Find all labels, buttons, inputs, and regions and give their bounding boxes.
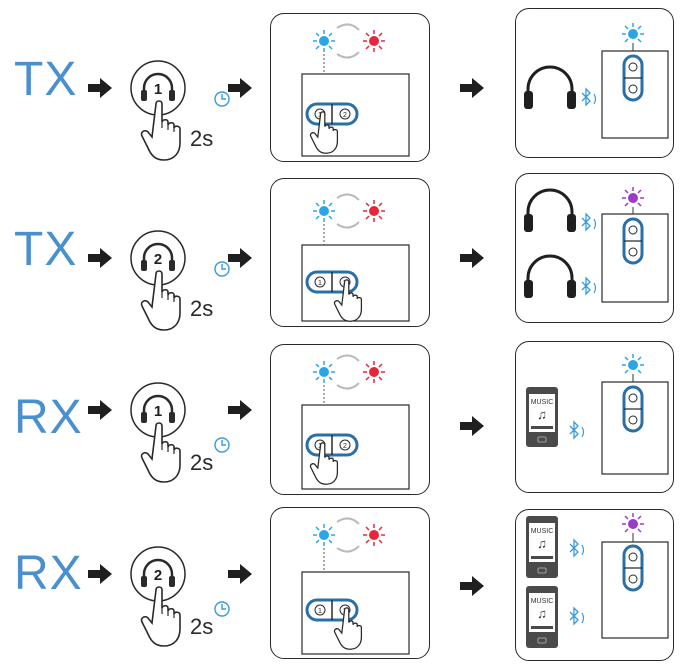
led-blink-icon [313, 30, 335, 52]
panel-button-1-label: 1 [318, 608, 322, 615]
panel-button-2-label: 2 [343, 443, 347, 450]
svg-text:♫: ♫ [537, 606, 547, 621]
hold-time: 2s [190, 450, 214, 475]
bluetooth-signal-icon [581, 212, 597, 232]
bluetooth-signal-icon [569, 538, 585, 558]
led-blink-icon [363, 30, 385, 52]
led-blink-icon [363, 361, 385, 383]
pointing-hand-icon [140, 100, 181, 161]
arrow-right-icon [228, 400, 252, 420]
transmitter-panel: 1 2 [270, 178, 430, 327]
smartphone-icon: MUSIC ♫ [526, 387, 558, 447]
headphones-icon [524, 65, 576, 109]
arrow-right-icon [228, 564, 252, 584]
pointing-hand-icon [309, 442, 339, 485]
result-panel [515, 173, 674, 323]
button-number: 1 [154, 403, 162, 420]
headphone-button-icon [130, 382, 186, 438]
clock-icon [213, 90, 231, 113]
phone-label: MUSIC [531, 528, 554, 535]
led-blink-icon [622, 23, 644, 43]
smartphone-icon: MUSIC ♫ [526, 516, 558, 578]
panel-button-2-label: 2 [343, 112, 347, 119]
phone-label: MUSIC [531, 399, 554, 406]
led-blink-icon [313, 200, 335, 222]
pointing-hand-icon [140, 270, 181, 331]
smartphone-icon: MUSIC ♫ [526, 586, 558, 648]
phone-label: MUSIC [531, 598, 554, 605]
pointing-hand-icon [140, 586, 181, 647]
result-panel [515, 8, 674, 158]
svg-text:♫: ♫ [537, 536, 547, 551]
transmitter-panel: 1 2 [270, 507, 430, 659]
hold-time: 2s [190, 296, 214, 321]
step-row-2: TX 2 2s [0, 170, 685, 331]
pointing-hand-icon [333, 279, 363, 322]
button-number: 1 [154, 81, 162, 98]
hold-time: 2s [190, 126, 214, 151]
clock-icon [213, 436, 231, 459]
led-blink-icon [313, 361, 335, 383]
step-row-1: TX 1 2s [0, 0, 685, 162]
led-blink-icon [363, 524, 385, 546]
headphones-icon [524, 254, 576, 298]
result-panel: MUSIC ♫ [515, 341, 674, 493]
pointing-hand-icon [309, 111, 339, 154]
hold-time: 2s [190, 614, 214, 639]
clock-icon [213, 600, 231, 623]
mode-label: TX [14, 223, 78, 276]
step-row-4: RX 2 2s [0, 500, 685, 661]
result-panel: MUSIC ♫ MUSIC ♫ [515, 509, 674, 661]
button-number: 2 [154, 251, 162, 268]
headphone-button[interactable]: 2 [128, 532, 248, 652]
bluetooth-signal-icon [569, 606, 585, 626]
arrow-right-icon [460, 416, 484, 436]
bluetooth-signal-icon [569, 420, 585, 440]
headphone-button-icon [130, 60, 186, 116]
mode-label: RX [14, 391, 83, 444]
transmitter-panel: 1 2 [270, 344, 430, 495]
arrow-right-icon [460, 78, 484, 98]
headphone-button[interactable]: 2 [128, 216, 248, 336]
headphone-button[interactable]: 1 [128, 46, 248, 166]
arrow-right-icon [228, 78, 252, 98]
arrow-right-icon [88, 248, 112, 268]
arrow-right-icon [460, 248, 484, 268]
pointing-hand-icon [333, 607, 363, 650]
arrow-right-icon [460, 576, 484, 596]
arrow-right-icon [88, 564, 112, 584]
arrow-right-icon [228, 248, 252, 268]
arrow-right-icon [88, 400, 112, 420]
led-blink-icon [622, 513, 644, 533]
pointing-hand-icon [140, 422, 181, 483]
clock-icon [213, 260, 231, 283]
button-number: 2 [154, 567, 162, 584]
led-blink-icon [622, 187, 644, 207]
mode-label: RX [14, 547, 83, 600]
bluetooth-signal-icon [581, 276, 597, 296]
led-blink-icon [622, 354, 644, 374]
transmitter-panel: 1 2 [270, 13, 430, 162]
headphones-icon [524, 188, 576, 232]
led-blink-icon [313, 524, 335, 546]
mode-label: TX [14, 53, 78, 106]
step-row-3: RX 1 2s [0, 338, 685, 498]
svg-text:♫: ♫ [537, 407, 547, 422]
panel-button-1-label: 1 [318, 280, 322, 287]
arrow-right-icon [88, 78, 112, 98]
headphone-button[interactable]: 1 [128, 368, 248, 488]
led-blink-icon [363, 200, 385, 222]
bluetooth-signal-icon [581, 87, 597, 107]
